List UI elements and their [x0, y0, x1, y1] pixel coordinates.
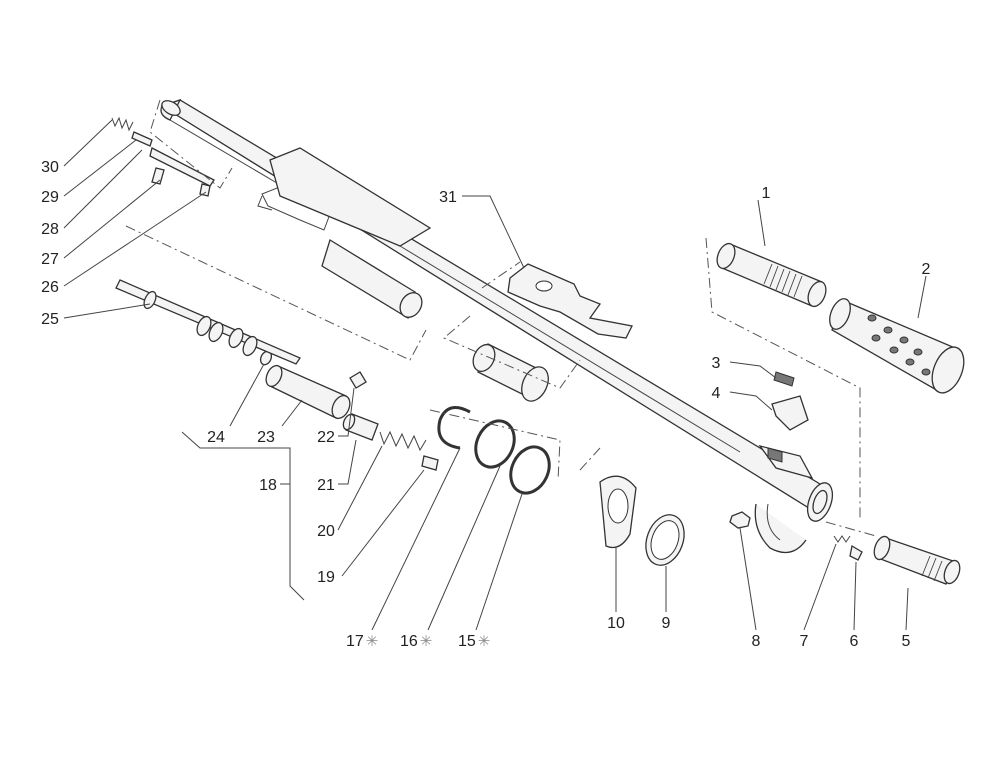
- part-1-choke-tube: [716, 242, 827, 308]
- part-20-spring: [379, 430, 427, 452]
- callout-18: 18: [259, 477, 277, 494]
- callout-7: 7: [800, 633, 809, 650]
- part-17-split-ring: [437, 406, 471, 450]
- part-31-bracket: [507, 263, 633, 339]
- callout-1: 1: [762, 185, 771, 202]
- callout-15-star: ✳: [478, 633, 491, 650]
- part-10-sling-swivel-ring: [599, 475, 637, 549]
- part-15-o-ring: [509, 445, 551, 495]
- part-30-spring: [111, 116, 134, 132]
- part-21-plunger: [342, 413, 379, 441]
- callout-8: 8: [752, 633, 761, 650]
- part-6-pin: [849, 544, 863, 561]
- magazine-cap: [472, 343, 549, 402]
- callout-31: 31: [439, 189, 457, 206]
- part-23-bolt-sleeve: [265, 364, 351, 420]
- callout-24: 24: [207, 429, 225, 446]
- part-16-o-ring: [474, 419, 516, 469]
- part-22-detent: [349, 371, 367, 389]
- callout-21: 21: [317, 477, 335, 494]
- callout-28: 28: [41, 221, 59, 238]
- part-29-pin: [131, 131, 153, 147]
- callout-17: 17✳: [346, 633, 378, 650]
- part-25-firing-pin: [115, 279, 301, 365]
- callout-6: 6: [850, 633, 859, 650]
- part-9-snap-ring: [645, 514, 685, 566]
- callout-9: 9: [662, 615, 671, 632]
- callout-labels: 1 2 3 4 5 6 7 8 9 10 15✳ 16✳ 17✳ 18 19 2…: [41, 159, 930, 650]
- part-3-sight-bead: [773, 371, 795, 387]
- callout-26: 26: [41, 279, 59, 296]
- callout-25: 25: [41, 311, 59, 328]
- callout-2: 2: [922, 261, 931, 278]
- part-7-spring: [833, 535, 851, 543]
- part-5-choke-tube: [873, 535, 961, 585]
- part-28-lever: [149, 147, 215, 187]
- callout-16: 16✳: [400, 633, 432, 650]
- leader-lines: [63, 119, 927, 631]
- callout-29: 29: [41, 189, 59, 206]
- callout-17-star: ✳: [366, 633, 379, 650]
- callout-27: 27: [41, 251, 59, 268]
- callout-10: 10: [607, 615, 625, 632]
- callout-4: 4: [712, 385, 721, 402]
- part-4-sight-blade: [771, 395, 809, 431]
- part-27-retainer: [151, 167, 165, 185]
- callout-15: 15✳: [458, 633, 490, 650]
- part-19-pin: [421, 455, 439, 471]
- callout-5: 5: [902, 633, 911, 650]
- callout-3: 3: [712, 355, 721, 372]
- callout-30: 30: [41, 159, 59, 176]
- callout-20: 20: [317, 523, 335, 540]
- callout-16-star: ✳: [420, 633, 433, 650]
- part-2-ported-muzzle-brake: [829, 298, 965, 394]
- assembly-guide-lines: [125, 99, 877, 537]
- callout-22: 22: [317, 429, 335, 446]
- callout-19: 19: [317, 569, 335, 586]
- callout-23: 23: [257, 429, 275, 446]
- part-8-nut: [729, 511, 751, 529]
- barrel-assembly: [160, 98, 834, 554]
